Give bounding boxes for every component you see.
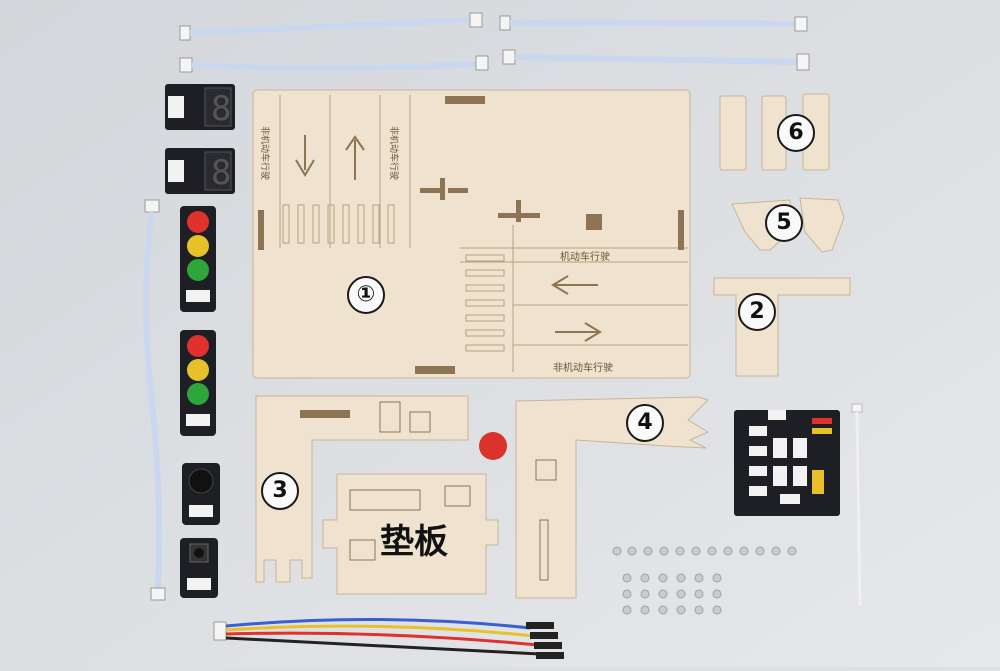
red-button-cap	[479, 432, 507, 460]
wooden-board-1: 非机动车行驶 非机动车行驶 机动车行驶 非机动车行驶	[252, 89, 691, 379]
pad-label: 垫板	[380, 522, 448, 562]
traffic-light-module-2	[180, 330, 216, 436]
part-4-label: 4	[626, 404, 664, 442]
svg-text:8: 8	[211, 89, 231, 129]
ribbon-cable-2	[179, 55, 489, 73]
ribbon-cable-3	[499, 15, 808, 32]
wooden-part-3	[255, 395, 469, 583]
wooden-part-4	[515, 396, 710, 599]
buzzer-module	[182, 463, 220, 525]
ribbon-cable-4	[502, 49, 810, 71]
wooden-pad	[322, 473, 499, 595]
part-2-label: 2	[738, 293, 776, 331]
wooden-part-6	[719, 93, 830, 171]
push-button-module	[180, 538, 218, 598]
segment-display-module-2: 8	[165, 148, 235, 194]
ribbon-cable-1	[179, 12, 483, 41]
svg-text:8: 8	[211, 153, 231, 193]
segment-display-module-1: 8	[165, 84, 235, 130]
controller-board	[734, 410, 840, 516]
board-text-right-bottom: 非机动车行驶	[553, 361, 613, 374]
board-text-top-mid: 非机动车行驶	[388, 126, 400, 180]
jumper-wires	[213, 617, 564, 659]
part-1-label: ①	[347, 276, 385, 314]
board-text-top-left: 非机动车行驶	[259, 126, 271, 180]
ribbon-cable-vertical	[143, 199, 166, 601]
part-5-label: 5	[765, 204, 803, 242]
part-6-label: 6	[777, 114, 815, 152]
cable-tie	[851, 403, 863, 607]
traffic-light-module-1	[180, 206, 216, 312]
board-text-right-top: 机动车行驶	[560, 250, 610, 263]
screws	[612, 546, 797, 615]
part-3-label: 3	[261, 472, 299, 510]
